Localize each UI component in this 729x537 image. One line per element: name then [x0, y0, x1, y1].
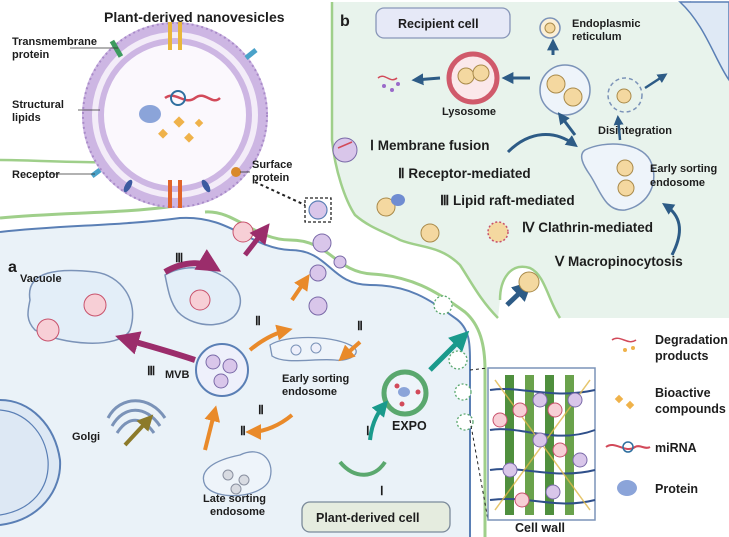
- er-label-line2: reticulum: [572, 31, 622, 43]
- pathway-II-label-2: Ⅱ: [357, 319, 363, 333]
- legend-bioactive-icon: [614, 394, 624, 404]
- arrow-release-pink: [243, 223, 270, 257]
- macropinocytosis-vesicle: [518, 271, 540, 293]
- zoom-box: [304, 197, 332, 223]
- pathway-I-label-2: Ⅰ: [380, 484, 384, 498]
- disintegrating-vesicle: [607, 77, 643, 113]
- early-sorting-label-a-line2: endosome: [282, 386, 337, 398]
- legend-degradation-line2: products: [655, 349, 709, 363]
- structural-lipids-label-line1: Structural: [12, 99, 64, 111]
- degradation-products-b: [377, 75, 398, 81]
- surface-protein-label-line1: Surface: [252, 159, 292, 171]
- vacuole: [27, 269, 134, 344]
- vacuole-label: Vacuole: [20, 273, 62, 285]
- fusing-vesicle: [189, 289, 211, 311]
- legend: [605, 337, 651, 496]
- arrow-to-early-b: [506, 133, 578, 154]
- arrow-II-late-to-mvb: [203, 405, 221, 451]
- arrow-II-early-to-late: [245, 413, 294, 440]
- surface-protein-label-line2: protein: [252, 172, 290, 184]
- expo-precursor: [338, 460, 387, 477]
- legend-bioactive-line2: compounds: [655, 402, 726, 416]
- pathway-III-label-mvb: Ⅲ: [147, 364, 155, 378]
- nanovesicle-figure: Plant-derived nanovesicles: [50, 9, 285, 208]
- late-sorting-label-line2: endosome: [210, 506, 265, 518]
- expo: [381, 369, 429, 417]
- pathway-II-label-4: Ⅱ: [240, 424, 246, 438]
- plant-cell-label-box: [301, 501, 451, 533]
- arrow-golgi: [123, 414, 154, 447]
- arrow-early-to-late-b: [557, 112, 577, 136]
- early-sorting-endosome-a: [269, 336, 357, 362]
- expo-label: EXPO: [392, 419, 427, 433]
- uptake-macropinocytosis: Ⅴ Macropinocytosis: [554, 254, 683, 269]
- mvb: [195, 343, 249, 397]
- zoom-line: [254, 181, 306, 206]
- uptake-clathrin: Ⅳ Clathrin-mediated: [522, 220, 653, 235]
- uptake-membrane-fusion: Ⅰ Membrane fusion: [370, 138, 490, 153]
- arrow-I-expo: [368, 400, 389, 441]
- nanovesicle-title: Plant-derived nanovesicles: [104, 9, 285, 25]
- receptor-label: Receptor: [12, 169, 60, 181]
- recipient-cell-label: Recipient cell: [398, 17, 479, 31]
- fusion-vesicle: [332, 137, 358, 163]
- legend-protein-label: Protein: [655, 482, 698, 496]
- arrow-III-mvb: [115, 331, 196, 363]
- early-sorting-endosome-b: [580, 143, 655, 211]
- legend-protein-icon: [617, 480, 637, 496]
- disintegration-label: Disintegration: [598, 125, 672, 137]
- arrow-II-mvb-out: [248, 324, 293, 352]
- late-sorting-endosome: [202, 451, 272, 497]
- cell-wall-inset: [469, 367, 596, 521]
- receptor-vesicle: [376, 197, 396, 217]
- pathway-II-label-3: Ⅱ: [258, 403, 264, 417]
- panel-a-letter: a: [8, 259, 17, 276]
- early-sorting-label-a-line1: Early sorting: [282, 373, 349, 385]
- legend-mirna-label: miRNA: [655, 441, 697, 455]
- arrow-macropinocytosis: [662, 203, 681, 256]
- late-sorting-label-line1: Late sorting: [203, 493, 266, 505]
- transmembrane-label-line1: Transmembrane: [12, 36, 97, 48]
- uptake-receptor-mediated: Ⅱ Receptor-mediated: [398, 166, 531, 181]
- arrow-lysosome-out: [411, 73, 441, 86]
- released-vesicle-pink: [232, 221, 254, 243]
- recipient-cell-region: [330, 1, 729, 319]
- legend-mirna-icon: [605, 444, 651, 450]
- mvb-label: MVB: [165, 369, 190, 381]
- arrow-III-vacuole: [163, 249, 222, 275]
- legend-degradation-line1: Degradation: [655, 333, 728, 347]
- pathway-III-label-top: Ⅲ: [175, 251, 183, 265]
- structural-lipids-label-line2: lipids: [12, 112, 41, 124]
- legend-degradation-icon: [611, 337, 637, 343]
- legend-bioactive-line1: Bioactive: [655, 386, 711, 400]
- transmembrane-label-line2: protein: [12, 49, 50, 61]
- golgi-label: Golgi: [72, 431, 100, 443]
- er-label-line1: Endoplasmic: [572, 18, 640, 30]
- cell-wall-label: Cell wall: [515, 521, 565, 535]
- early-sorting-label-b-line2: endosome: [650, 177, 705, 189]
- pathway-II-label-1: Ⅱ: [255, 314, 261, 328]
- plant-cell-label: Plant-derived cell: [316, 511, 420, 525]
- clathrin-vesicle: [487, 221, 509, 243]
- lysosome-label: Lysosome: [442, 106, 496, 118]
- late-endosome-b: [539, 64, 591, 116]
- arrow-I-release: [428, 330, 470, 372]
- recipient-cell-label-box: [375, 7, 511, 39]
- pathway-I-label-1: Ⅰ: [366, 424, 370, 438]
- lipid-raft-vesicle: [420, 223, 440, 243]
- uptake-lipid-raft: Ⅲ Lipid raft-mediated: [440, 193, 575, 208]
- panel-b-letter: b: [340, 13, 350, 30]
- arrow-II-release: [290, 274, 310, 302]
- early-sorting-label-b-line1: Early sorting: [650, 163, 717, 175]
- arrow-II-to-early: [338, 340, 362, 362]
